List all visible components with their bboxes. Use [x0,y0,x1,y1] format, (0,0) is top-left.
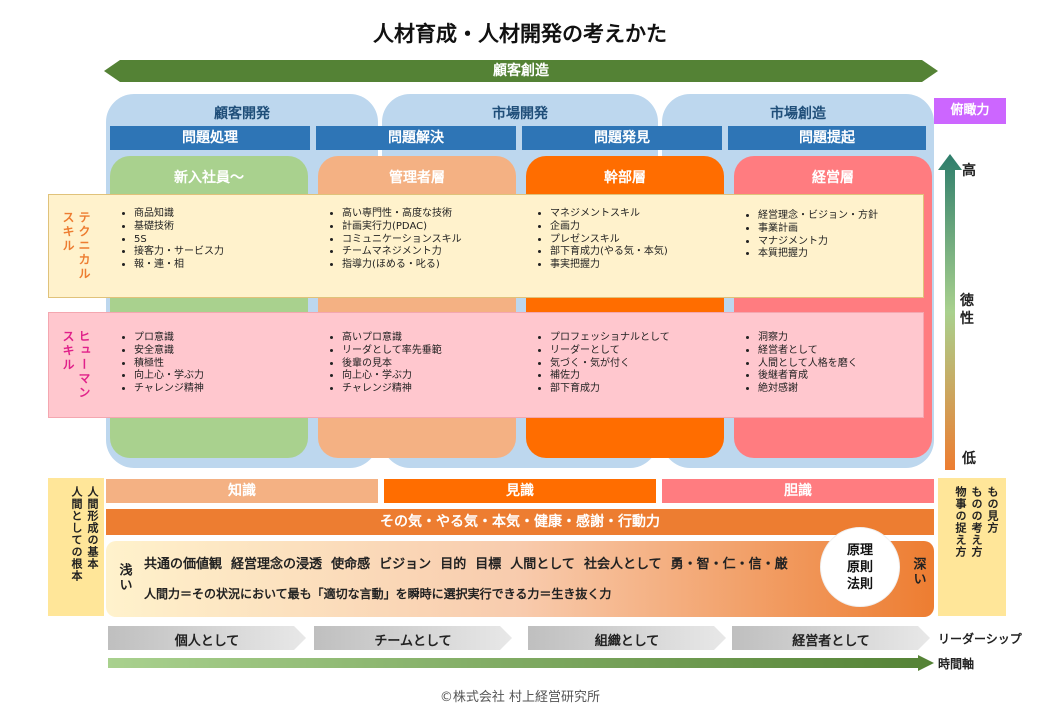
stage-label-organization: 組織として [594,634,660,649]
list-item: 積極性 [134,358,310,371]
list-item: チャレンジ精神 [134,383,310,396]
human-list-executives: プロフェッショナルとして リーダーとして 気づく・気が付く 補佐力 部下育成力 [530,332,726,396]
column-head-managers: 管理者層 [389,170,445,186]
list-item: 補佐力 [550,370,726,383]
list-item: 企画力 [550,221,726,234]
list-item: 接客力・サービス力 [134,246,310,259]
panel-head-customer-development: 顧客開発 [214,106,270,122]
list-item: 部下育成力 [550,383,726,396]
list-item: 気づく・気が付く [550,358,726,371]
deep-label: 深い [910,557,926,587]
scale-high-label: 高 [962,163,976,179]
list-item: チームマネジメント力 [342,246,518,259]
list-item: チャレンジ精神 [342,383,518,396]
list-item: 後輩の見本 [342,358,518,371]
stage-arrows [108,626,930,650]
list-item: 部下育成力(やる気・本気) [550,246,726,259]
column-head-top-management: 経営層 [812,170,854,186]
human-list-new-employees: プロ意識 安全意識 積極性 向上心・学ぶ力 チャレンジ精神 [114,332,310,396]
list-item: コミュニケーションスキル [342,234,518,247]
problem-solving-box: 問題解決 [316,126,516,150]
list-item: 本質把握力 [758,248,924,261]
list-item: マネジメントスキル [550,208,726,221]
shared-values-line: 共通の価値観 経営理念の浸透 使命感 ビジョン 目的 目標 人間として 社会人と… [144,557,788,572]
problem-handling-box: 問題処理 [110,126,310,150]
human-foundation-label: 人間形成の基本 人間としての根本 [70,486,99,582]
principles-circle: 原理 原則 法則 [820,527,900,607]
problem-raising-box: 問題提起 [728,126,926,150]
page-title: 人材育成・人材開発の考えかた [373,22,667,46]
list-item: 高いプロ意識 [342,332,518,345]
list-item: 事業計画 [758,223,924,236]
virtue-scale-arrow [938,154,962,470]
human-skill-band [48,312,924,418]
list-item: 5S [134,234,310,247]
human-list-top-management: 洞察力 経営者として 人間として人格を磨く 後継者育成 絶対感謝 [738,332,924,396]
list-item: 絶対感謝 [758,383,924,396]
insight-box: 見識 [384,479,656,503]
list-item: 指導力(ほめる・叱る) [342,259,518,272]
customer-creation-arrow [104,60,938,82]
time-axis-label: 時間軸 [938,657,975,671]
stage-arrow-executive [732,626,930,650]
panel-head-market-creation: 市場創造 [770,106,826,122]
stage-arrow-team [314,626,512,650]
list-item: 計画実行力(PDAC) [342,221,518,234]
list-item: リーダとして率先垂範 [342,345,518,358]
list-item: 事実把握力 [550,259,726,272]
list-item: プレゼンスキル [550,234,726,247]
scale-low-label: 低 [962,451,976,467]
values-box [106,541,934,617]
courage-box: 胆識 [662,479,934,503]
panel-head-market-development: 市場開発 [492,106,548,122]
list-item: 基礎技術 [134,221,310,234]
list-item: プロフェッショナルとして [550,332,726,345]
stage-label-team: チームとして [374,634,452,649]
column-head-executives: 幹部層 [604,170,646,186]
list-item: 経営者として [758,345,924,358]
list-item: 向上心・学ぶ力 [342,370,518,383]
time-axis-arrow [108,655,934,671]
list-item: 向上心・学ぶ力 [134,370,310,383]
list-item: マナジメント力 [758,236,924,249]
stage-arrow-individual [108,626,306,650]
viewpoint-label: もの見方 ものの考え方 物事の捉え方 [954,486,999,558]
scale-virtue-label: 徳性 [960,293,974,327]
list-item: リーダーとして [550,345,726,358]
copyright-footer: ©株式会社 村上経営研究所 [439,690,601,705]
list-item: 経営理念・ビジョン・方針 [758,210,924,223]
principles-label: 原理 原則 法則 [846,542,873,592]
overview-power-tag: 俯瞰力 [934,98,1006,124]
list-item: 安全意識 [134,345,310,358]
human-foundation-box [48,478,104,616]
list-item: 報・連・相 [134,259,310,272]
technical-list-new-employees: 商品知識 基礎技術 5S 接客力・サービス力 報・連・相 [114,208,310,272]
technical-list-executives: マネジメントスキル 企画力 プレゼンスキル 部下育成力(やる気・本気) 事実把握… [530,208,726,272]
problem-finding-box: 問題発見 [522,126,722,150]
list-item: プロ意識 [134,332,310,345]
spirit-bar: その気・やる気・本気・健康・感謝・行動力 [106,509,934,535]
customer-creation-label: 顧客創造 [493,63,549,79]
knowledge-box: 知識 [106,479,378,503]
human-skill-label: ヒューマン スキル [61,330,91,400]
list-item: 高い専門性・高度な技術 [342,208,518,221]
list-item: 商品知識 [134,208,310,221]
viewpoint-box [938,478,1006,616]
technical-list-managers: 高い専門性・高度な技術 計画実行力(PDAC) コミュニケーションスキル チーム… [322,208,518,272]
human-list-managers: 高いプロ意識 リーダとして率先垂範 後輩の見本 向上心・学ぶ力 チャレンジ精神 [322,332,518,396]
shallow-label: 浅い [116,563,132,593]
stage-label-individual: 個人として [174,634,240,649]
leadership-label: リーダーシップ [938,632,1022,646]
column-head-new-employees: 新入社員～ [174,170,244,186]
stage-label-executive: 経営者として [792,634,870,649]
technical-list-top-management: 経営理念・ビジョン・方針 事業計画 マナジメント力 本質把握力 [738,210,924,261]
technical-skill-band [48,194,924,298]
stage-arrow-organization [528,626,726,650]
human-power-line: 人間力＝その状況において最も「適切な言動」を瞬時に選択実行できる力＝生き抜く力 [144,587,612,601]
list-item: 後継者育成 [758,370,924,383]
list-item: 洞察力 [758,332,924,345]
list-item: 人間として人格を磨く [758,358,924,371]
technical-skill-label: テクニカル スキル [61,211,91,281]
